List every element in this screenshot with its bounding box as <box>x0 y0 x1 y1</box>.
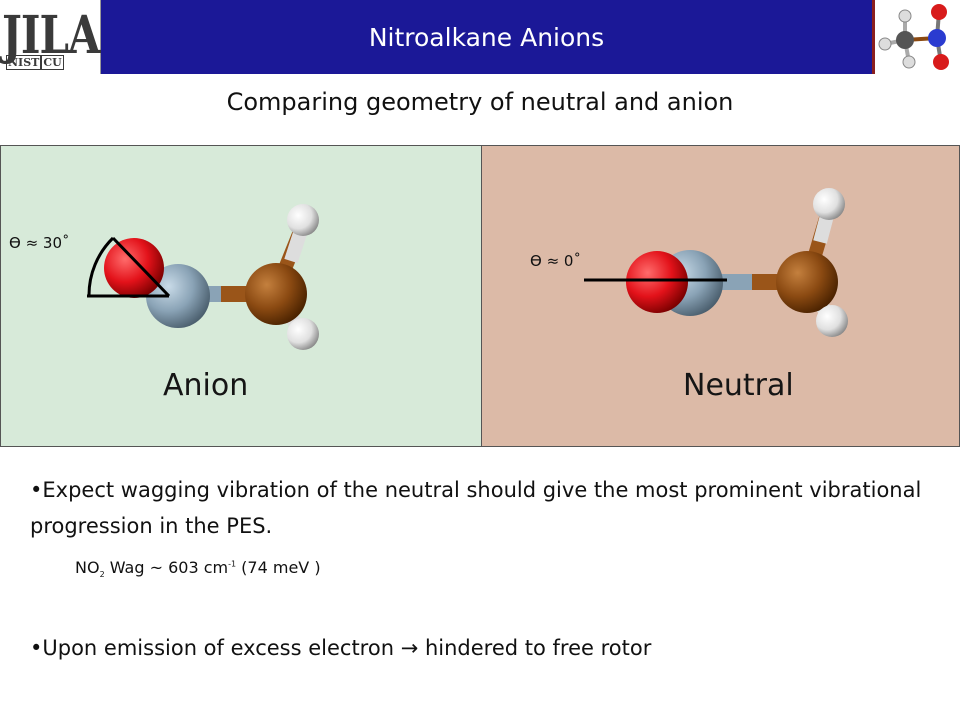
jila-logo-text: JILA <box>2 4 101 66</box>
slide-subtitle: Comparing geometry of neutral and anion <box>226 88 734 116</box>
molecule-logo <box>872 0 960 74</box>
oxygen-atom <box>626 251 688 313</box>
neutral-angle-label: Ɵ ≈ 0˚ <box>530 252 581 270</box>
hydrogen-atom-lower <box>287 318 319 350</box>
hydrogen-atom-lower <box>816 305 848 337</box>
neutral-panel: Ɵ ≈ 0˚ Neutral <box>481 145 960 447</box>
oxygen-atom <box>104 238 164 298</box>
angle-arc <box>87 236 115 297</box>
carbon-atom <box>245 263 307 325</box>
ch3no2-molecule-icon <box>878 4 949 70</box>
anion-angle-label: Ɵ ≈ 30˚ <box>9 234 70 252</box>
carbon-atom <box>776 251 838 313</box>
wag-unit-superscript: -1 <box>228 559 237 569</box>
nist-logo-text: NIST <box>6 55 42 70</box>
neutral-label: Neutral <box>683 368 794 403</box>
bullet-electron-emission: •Upon emission of excess electron → hind… <box>30 636 652 660</box>
neutral-molecule-diagram <box>584 188 848 337</box>
anion-panel: Ɵ ≈ 30˚ Anion <box>0 145 482 447</box>
wag-mode-prefix: NO <box>75 558 100 577</box>
cu-logo-text: CU <box>41 55 64 70</box>
nitrogen-atom <box>146 264 210 328</box>
wag-mode-suffix: Wag ~ 603 cm <box>104 558 229 577</box>
anion-molecule-diagram <box>87 204 319 350</box>
wag-mode-subscript: 2 <box>99 570 105 580</box>
anion-label: Anion <box>163 368 249 403</box>
hydrogen-atom-upper <box>287 204 319 236</box>
angle-tilt-line <box>111 236 171 298</box>
bullet-wagging-vibration: •Expect wagging vibration of the neutral… <box>30 478 922 538</box>
hydrogen-atom-upper <box>813 188 845 220</box>
wag-energy: (74 meV ) <box>236 558 321 577</box>
title-bar: Nitroalkane Anions <box>101 0 872 74</box>
slide-title: Nitroalkane Anions <box>368 22 605 52</box>
no2-wag-frequency: NO2 Wag ~ 603 cm-1 (74 meV ) <box>75 558 321 579</box>
